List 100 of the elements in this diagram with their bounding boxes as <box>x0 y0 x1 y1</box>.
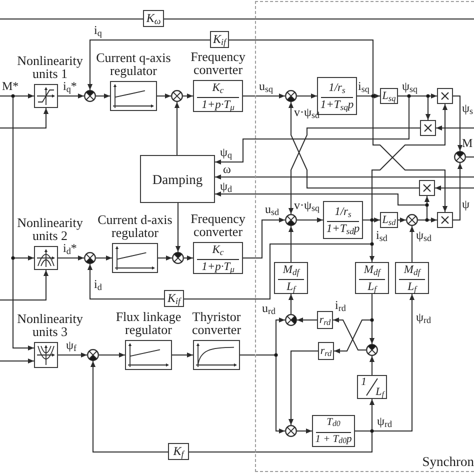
block-title: Nonlinearity units 3 <box>16 312 84 338</box>
signal-label: i$_{sq}$ <box>358 80 370 92</box>
formula-text: 1/r$_{s}$ <box>334 206 352 218</box>
signal-arrow <box>452 162 463 220</box>
signal-arrow <box>0 270 49 300</box>
signal-label: i$_{rd}$ <box>335 299 346 311</box>
signal-arrow <box>425 96 431 120</box>
signal-arrow <box>242 93 286 99</box>
signal-label: ω <box>223 163 231 175</box>
signal-line <box>188 430 372 452</box>
signal-label: ψ$_{rd}$ <box>377 415 392 427</box>
signal-arrow <box>356 93 380 99</box>
signal-arrow <box>175 202 181 252</box>
formula-text: 1+T$_{sd}$p <box>326 222 360 234</box>
signal-label: ψ$_{f}$ <box>66 339 77 351</box>
signal-arrow <box>332 317 366 350</box>
summing-junction <box>84 90 96 102</box>
signal-label: i$_{q}$* <box>63 80 77 92</box>
signal-arrow <box>214 96 410 165</box>
signal-line <box>466 156 474 158</box>
signal-arrow <box>409 226 415 262</box>
gain-block <box>143 10 164 27</box>
formula-text: M$_{df}$ <box>282 264 300 276</box>
summing-junction <box>87 349 99 361</box>
formula-text: M$_{df}$ <box>404 264 420 276</box>
block-title: Current d-axis regulator <box>96 213 174 239</box>
signal-arrow <box>184 255 194 261</box>
transfer-function-block <box>312 415 355 447</box>
signal-arrow <box>87 40 210 90</box>
formula-text: K$_{f}$ <box>173 445 184 458</box>
signal-arrow <box>214 174 474 180</box>
transfer-function-block <box>274 262 308 294</box>
signal-label: u$_{sq}$ <box>259 80 274 92</box>
summing-junction <box>366 344 378 356</box>
signal-arrow <box>362 217 380 223</box>
summing-junction <box>172 252 184 264</box>
formula-text: K$_{ω}$ <box>146 12 161 25</box>
formula-text: M$_{df}$ <box>364 264 380 276</box>
function-block <box>140 155 215 203</box>
block-title: Thyristor converter <box>190 310 242 336</box>
signal-arrow <box>369 220 375 262</box>
block-title: Frequency converter <box>190 212 246 238</box>
formula-text: L$_{sd}$ <box>382 214 396 226</box>
summing-junction <box>84 252 96 264</box>
signal-arrow <box>288 226 294 262</box>
transfer-function-block <box>355 262 389 294</box>
signal-label: ψ$_{d}$ <box>220 180 232 192</box>
signal-label: v·ψ$_{sq}$ <box>294 199 320 211</box>
multiplier-block <box>437 212 453 228</box>
signal-arrow <box>214 191 428 206</box>
signal-label: ψ$_{rd}$ <box>416 311 432 323</box>
signal-arrow <box>172 352 194 358</box>
gain-block <box>164 290 184 307</box>
formula-text: L$_{f}$ <box>408 280 416 292</box>
summing-junction <box>285 90 297 102</box>
summing-junction <box>285 214 297 226</box>
signal-arrow <box>418 217 438 223</box>
signal-line <box>0 18 144 20</box>
formula-text: r$_{rd}$ <box>320 344 332 358</box>
formula-text: r$_{rd}$ <box>319 314 331 326</box>
summing-junction <box>285 425 297 437</box>
summing-junction <box>406 214 418 226</box>
signal-arrow <box>398 217 406 223</box>
signal-arrow <box>296 428 312 434</box>
signal-arrow <box>58 93 84 99</box>
gain-block <box>168 443 189 460</box>
signal-label: u$_{rd}$ <box>262 302 276 314</box>
signal-arrow <box>452 96 463 152</box>
multiplier-block <box>437 88 453 104</box>
signal-arrow <box>288 102 420 188</box>
signal-arrow <box>296 93 318 99</box>
formula-text: K$_{c}$ <box>212 82 224 94</box>
block-label: Damping <box>152 172 203 186</box>
formula-text: L$_{sq}$ <box>382 90 396 102</box>
formula-text: 1 + T$_{d0}$p <box>315 434 352 446</box>
transfer-function-block <box>357 375 387 399</box>
signal-arrow <box>369 294 375 344</box>
block-title: Nonlinearity units 1 <box>16 54 84 80</box>
block-title: Flux linkage regulator <box>114 310 182 336</box>
signal-arrow <box>87 264 164 300</box>
summing-junction <box>171 90 183 102</box>
formula-text: 1 <box>361 376 366 388</box>
formula-text: K$_{if}$ <box>167 292 181 305</box>
signal-arrow <box>354 294 415 432</box>
block-title: Current q-axis regulator <box>95 51 172 77</box>
signal-arrow <box>98 352 126 358</box>
signal-arrow <box>90 360 168 452</box>
formula-text: 1+p·T$_{μ}$ <box>202 98 234 110</box>
signal-arrow <box>0 93 34 99</box>
signal-arrow <box>369 356 375 376</box>
signal-arrow <box>398 93 438 99</box>
signal-arrow <box>158 255 172 261</box>
signal-arrow <box>424 196 430 220</box>
signal-label: v·ψ$_{sd}$ <box>294 106 320 118</box>
formula-text: L$_{f}$ <box>368 280 376 292</box>
signal-arrow <box>58 255 84 261</box>
formula-text: 1/r$_{s}$ <box>328 82 346 94</box>
signal-arrow <box>369 398 375 432</box>
signal-arrow <box>58 352 88 358</box>
signal-label: ψ$_{q}$ <box>220 146 232 158</box>
